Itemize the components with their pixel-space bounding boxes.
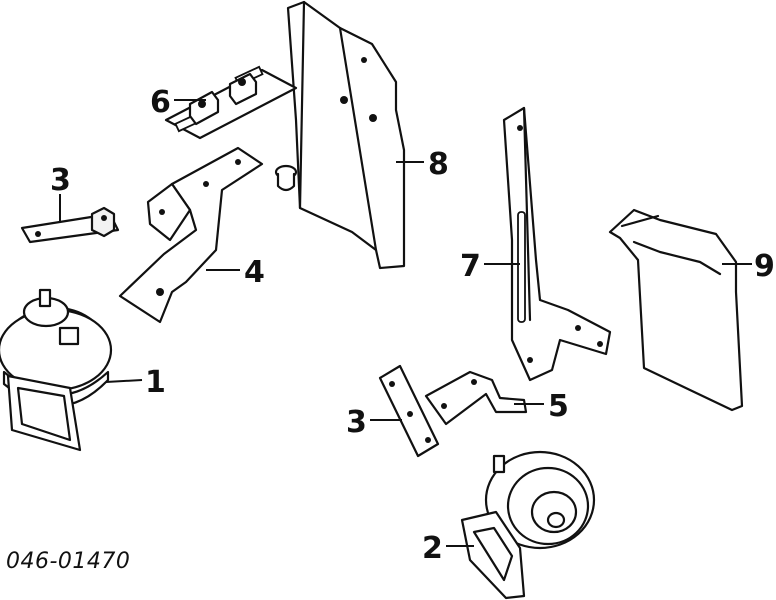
bolt xyxy=(274,164,298,192)
leader-lines xyxy=(59,99,752,547)
callout-7: 7 xyxy=(460,249,481,284)
callout-2: 2 xyxy=(422,531,443,566)
callout-8: 8 xyxy=(428,147,449,182)
callout-4: 4 xyxy=(244,255,265,290)
callout-3-lower: 3 xyxy=(346,405,367,440)
diagram-code: 046-01470 xyxy=(6,549,130,574)
part-2-horn xyxy=(460,450,596,600)
part-8-bracket xyxy=(286,0,406,270)
callout-1: 1 xyxy=(145,365,166,400)
part-1-horn xyxy=(0,288,113,452)
part-7-strap xyxy=(502,106,612,382)
part-4-bracket xyxy=(118,146,264,324)
part-3-upper-bracket xyxy=(20,206,120,244)
part-3-lower-strap xyxy=(378,364,440,458)
part-9-shield xyxy=(608,208,744,412)
part-5-bracket xyxy=(424,370,528,426)
callout-5: 5 xyxy=(548,389,569,424)
callout-3-upper: 3 xyxy=(50,163,71,198)
callout-9: 9 xyxy=(754,249,775,284)
callout-6: 6 xyxy=(150,85,171,120)
part-6-clip xyxy=(164,65,298,140)
